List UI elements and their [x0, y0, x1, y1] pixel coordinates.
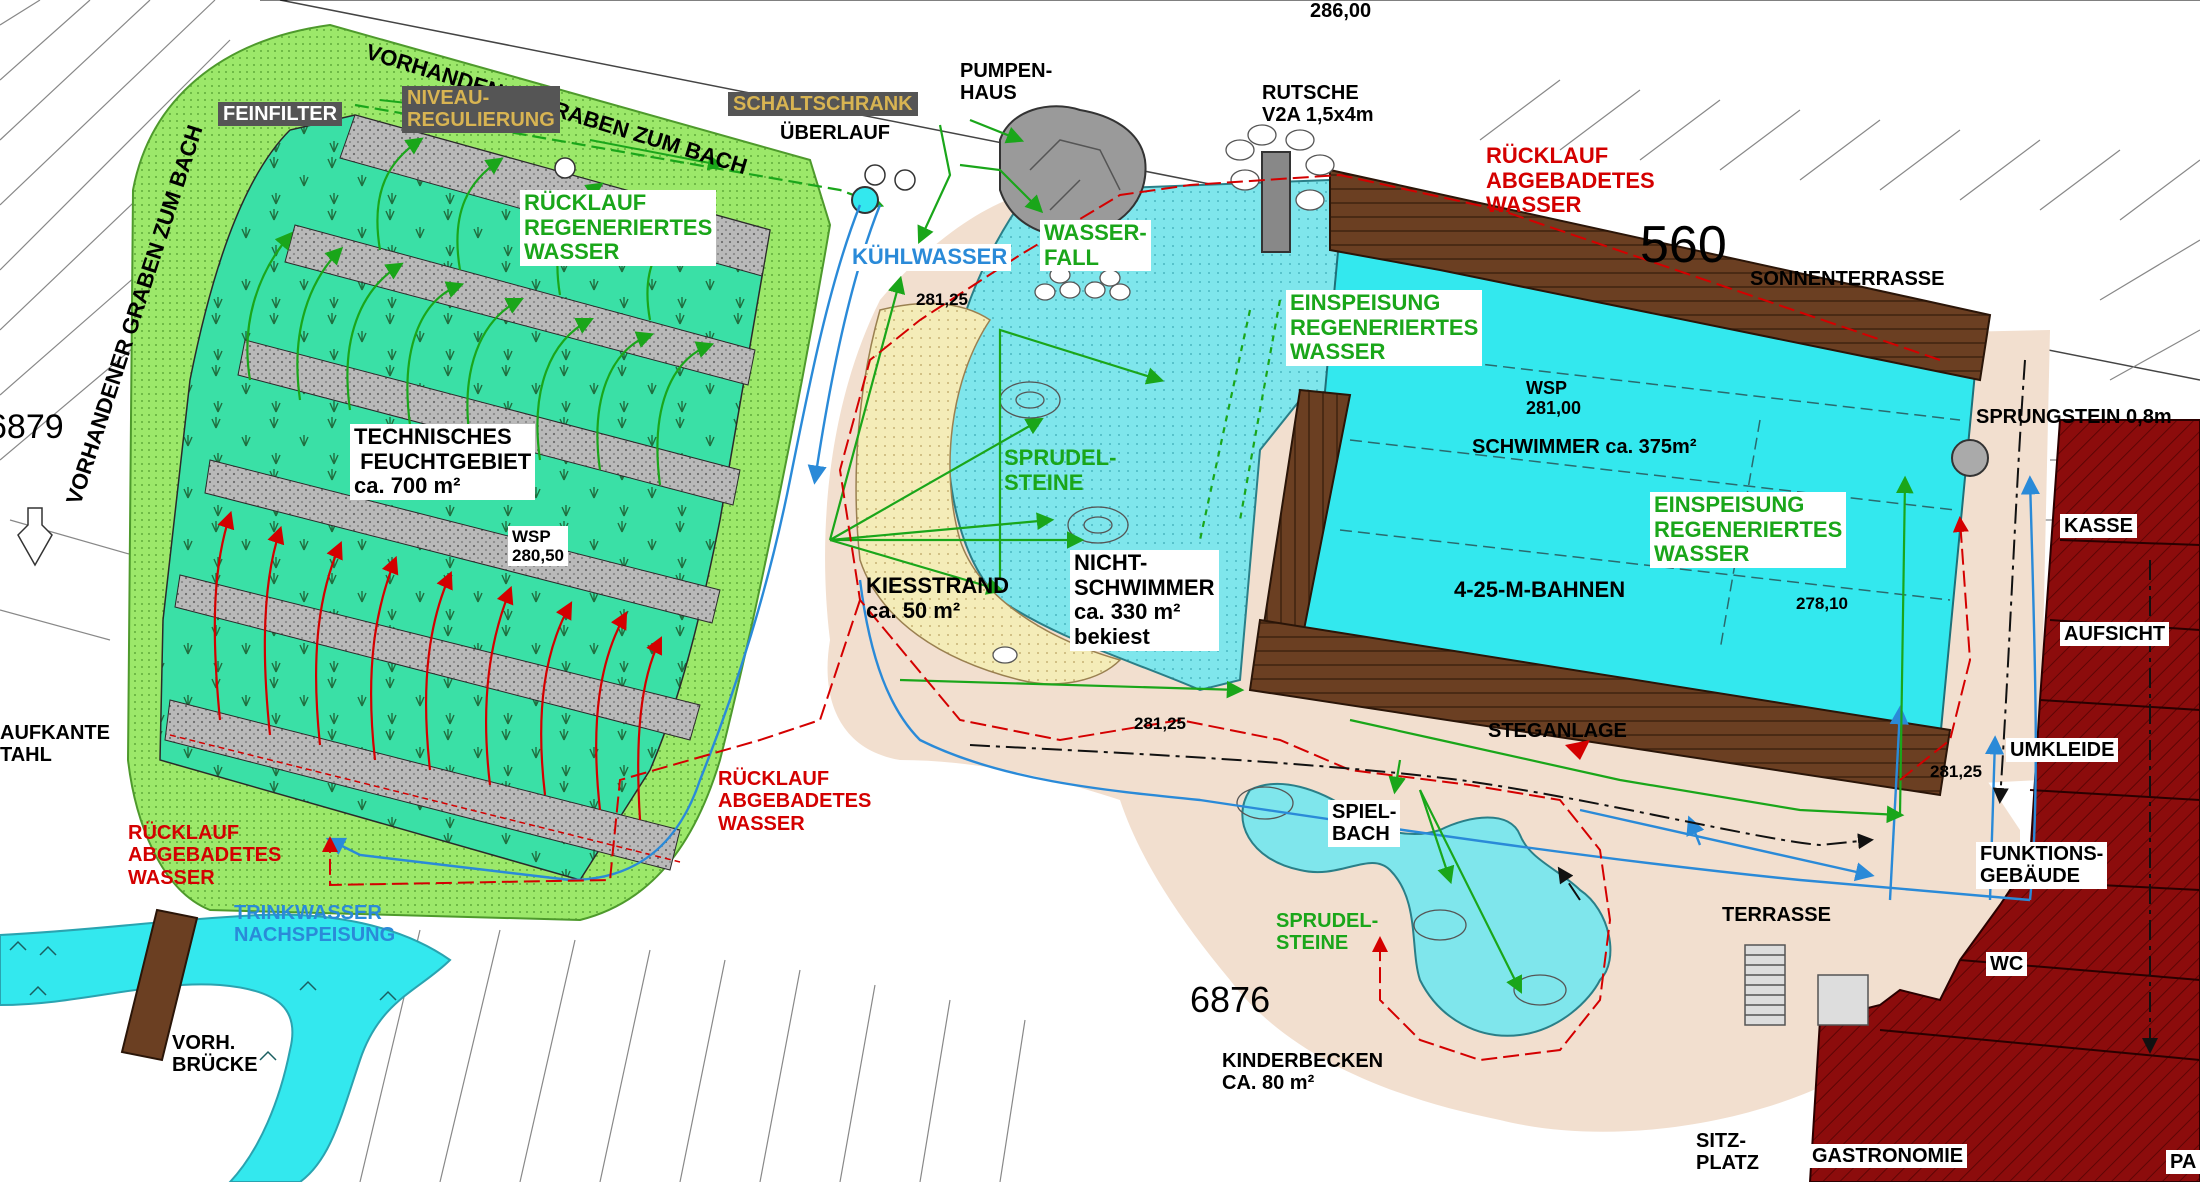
gravel-beach — [855, 302, 1122, 685]
label-wsp-281: WSP 281,00 — [1526, 378, 1582, 419]
label-elevation-28125-b: 281,25 — [1134, 714, 1186, 733]
label-ruecklauf-mid: RÜCKLAUF ABGEBADETES WASSER — [718, 768, 872, 835]
label-terrasse: TERRASSE — [1722, 904, 1831, 926]
label-ueberlauf: ÜBERLAUF — [780, 122, 890, 144]
filter-devices — [554, 157, 916, 214]
label-sonnenterrasse: SONNENTERRASSE — [1750, 268, 1945, 290]
label-elevation-28125-c: 281,25 — [1930, 762, 1982, 781]
label-ruecklauf-regeneriert: RÜCKLAUF REGENERIERTES WASSER — [520, 190, 717, 266]
label-ruecklauf-top: RÜCKLAUF ABGEBADETES WASSER — [1486, 143, 1655, 218]
parcel-number-center: 560 — [1640, 216, 1727, 274]
slide — [1261, 151, 1291, 253]
label-elevation-28125-a: 281,25 — [916, 290, 968, 309]
label-kinderbecken: KINDERBECKEN CA. 80 m² — [1222, 1050, 1384, 1095]
label-elevation-27810: 278,10 — [1796, 594, 1848, 613]
label-feinfilter: FEINFILTER — [218, 102, 343, 127]
label-funktionsgebaeude: FUNKTIONS- GEBÄUDE — [1976, 842, 2108, 889]
label-bahnen: 4-25-M-BAHNEN — [1454, 577, 1626, 602]
label-rutsche: RUTSCHE V2A 1,5x4m — [1262, 82, 1374, 127]
wetland-green-flow — [246, 137, 715, 486]
label-einspeisung-right: EINSPEISUNG REGENERIERTES WASSER — [1650, 492, 1847, 568]
label-trinkwasser: TRINKWASSER NACHSPEISUNG — [234, 902, 396, 947]
label-aufkante: AUFKANTE TAHL — [0, 722, 110, 767]
label-sprudelsteine-bottom: SPRUDEL- STEINE — [1276, 910, 1379, 955]
label-niveau: NIVEAU- REGULIERUNG — [402, 86, 560, 133]
pump-house — [999, 105, 1147, 237]
creek — [0, 913, 452, 1182]
bridge — [120, 908, 199, 1062]
label-sprudelsteine-top: SPRUDEL- STEINE — [1004, 445, 1117, 495]
label-bruecke: VORH. BRÜCKE — [172, 1032, 258, 1077]
bathing-return-lines — [322, 173, 1972, 1062]
label-sprungstein: SPRUNGSTEIN 0,8m — [1976, 406, 2172, 428]
sun-terrace-deck — [1329, 168, 1992, 382]
wetland-red-flow — [213, 510, 662, 821]
label-ruecklauf-left: RÜCKLAUF ABGEBADETES WASSER — [128, 822, 282, 889]
label-kuehlwasser: KÜHLWASSER — [848, 244, 1012, 271]
label-steganlage: STEGANLAGE — [1488, 720, 1627, 742]
stairs — [1744, 944, 1869, 1026]
label-wsp-2805: WSP 280,50 — [508, 526, 568, 567]
label-nichtschwimmer: NICHT- SCHWIMMER ca. 330 m² bekiest — [1070, 550, 1219, 651]
label-umkleide: UMKLEIDE — [2006, 738, 2119, 763]
regenerated-water-lines — [828, 118, 1914, 994]
label-kasse: KASSE — [2060, 514, 2137, 539]
label-gastronomie: GASTRONOMIE — [1808, 1144, 1968, 1169]
label-wc: WC — [1986, 952, 2028, 977]
wetland-inlet-row — [169, 734, 681, 863]
label-wasserfall: WASSER- FALL — [1040, 220, 1151, 272]
parcel-number-bottom: 6876 — [1190, 979, 1271, 1020]
label-einspeisung-top: EINSPEISUNG REGENERIERTES WASSER — [1286, 290, 1483, 366]
label-schaltschrank: SCHALTSCHRANK — [728, 92, 918, 117]
parcel-number-left: 6879 — [0, 408, 64, 446]
label-kiesstrand: KIESSTRAND ca. 50 m² — [866, 573, 1010, 623]
jump-stone — [1951, 439, 1989, 477]
jetty-deck — [1248, 618, 1952, 797]
label-pumpenhaus: PUMPEN- HAUS — [960, 60, 1053, 105]
label-feuchtgebiet: TECHNISCHES FEUCHTGEBIET ca. 700 m² — [350, 424, 536, 500]
direction-arrow — [17, 507, 53, 567]
functional-building — [1808, 419, 2200, 1182]
label-schwimmer: SCHWIMMER ca. 375m² — [1472, 436, 1697, 458]
label-aufsicht: AUFSICHT — [2060, 622, 2170, 647]
label-spielbach: SPIEL- BACH — [1328, 800, 1401, 847]
top-elevation: 286,00 — [1310, 0, 1372, 22]
label-pa-cut: PA — [2166, 1150, 2200, 1175]
label-sitzplatz: SITZ- PLATZ — [1696, 1130, 1759, 1175]
